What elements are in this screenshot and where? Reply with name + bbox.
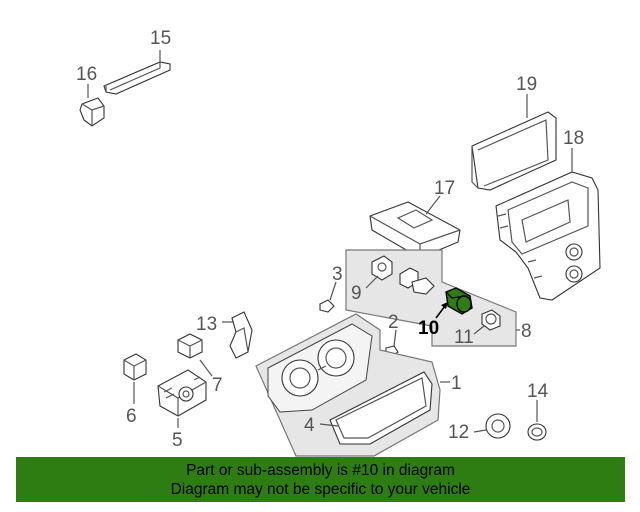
part-3-clip — [319, 281, 337, 313]
callout-12[interactable]: 12 — [448, 422, 469, 443]
banner-line-1: Part or sub-assembly is #10 in diagram — [186, 462, 455, 479]
part-16-knob — [79, 84, 105, 127]
banner-line-2: Diagram may not be specific to your vehi… — [170, 481, 471, 498]
part-7-switch — [177, 333, 213, 377]
callout-7[interactable]: 7 — [212, 375, 223, 396]
callout-10[interactable]: 10 — [418, 318, 439, 339]
part-1-instrument-cluster — [255, 313, 450, 457]
callout-9[interactable]: 9 — [351, 283, 362, 304]
callout-3[interactable]: 3 — [332, 264, 343, 285]
callout-4[interactable]: 4 — [304, 415, 315, 436]
part-18-center-bezel — [495, 148, 601, 301]
part-9-switch — [365, 255, 435, 295]
callout-5[interactable]: 5 — [172, 430, 183, 451]
part-6-switch — [123, 353, 147, 404]
part-17-module — [369, 195, 461, 259]
callout-8[interactable]: 8 — [521, 321, 532, 342]
callout-14[interactable]: 14 — [527, 381, 549, 402]
part-12-knob — [473, 413, 511, 439]
part-13-bracket — [222, 311, 253, 359]
part-15-bezel-strip — [103, 50, 171, 95]
callout-1[interactable]: 1 — [451, 373, 462, 394]
part-14-ring — [527, 400, 547, 441]
callout-6[interactable]: 6 — [126, 406, 137, 427]
callout-18[interactable]: 18 — [563, 128, 584, 149]
part-5-control-panel — [157, 369, 207, 428]
callout-16[interactable]: 16 — [76, 64, 97, 85]
callout-15[interactable]: 15 — [150, 28, 171, 49]
callout-17[interactable]: 17 — [434, 178, 455, 199]
callout-19[interactable]: 19 — [516, 74, 537, 95]
callout-11[interactable]: 11 — [454, 327, 474, 348]
callout-2[interactable]: 2 — [388, 312, 399, 333]
part-11-knob — [473, 309, 501, 335]
part-10-switch-highlighted — [435, 287, 473, 319]
part-4-lens-arrow — [319, 423, 339, 427]
part-19-display-screen — [471, 94, 557, 191]
callout-13[interactable]: 13 — [196, 314, 217, 335]
notice-banner: Part or sub-assembly is #10 in diagram D… — [16, 457, 625, 502]
